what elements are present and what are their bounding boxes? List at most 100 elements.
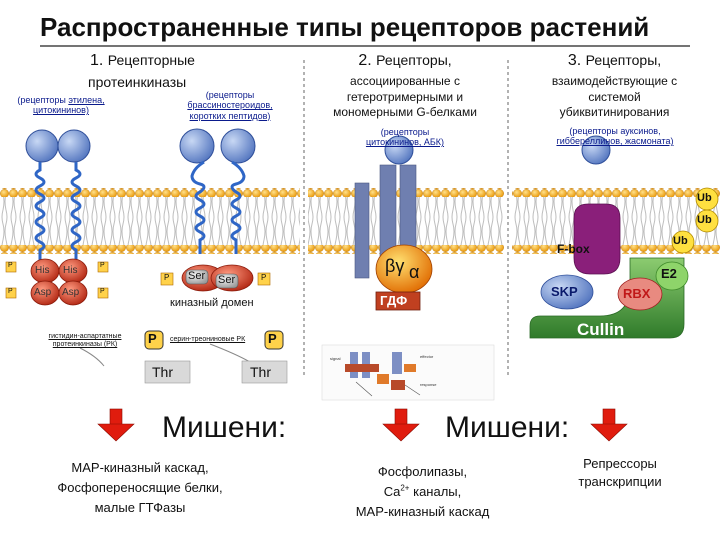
targets-left-list: МАР-киназный каскад, Фосфопереносящие бел… [20, 458, 260, 518]
p-ser-left: P [164, 273, 170, 282]
target-arrow-right [590, 408, 628, 442]
targets-left-line3: малые ГТФазы [94, 500, 186, 516]
col2-title-line2: ассоциированные с [350, 74, 460, 88]
rbx-label: RBX [623, 286, 651, 301]
receptor-g-protein [354, 135, 433, 311]
col1-note-a-link[interactable]: этилена, [68, 95, 105, 105]
targets-mid-line2a: Ca [383, 484, 401, 500]
targets-mid-line2b: каналы, [409, 484, 462, 500]
col3-title-line4: убиквитинирования [559, 105, 670, 120]
receptor-histidine-kinase [5, 129, 109, 306]
col1-note-b-line3[interactable]: коротких пептидов) [189, 110, 271, 121]
thr-label-right: Thr [250, 364, 271, 380]
col1-note-a: (рецепторы этилена,цитокининов) [2, 95, 120, 116]
asp-label-1: Asp [34, 287, 52, 298]
col2-heading: 2. Рецепторы, [310, 52, 500, 70]
col3-title-line1: Рецепторы, [585, 52, 662, 68]
col1-heading: 1. Рецепторные [90, 52, 195, 70]
his-label-1: His [35, 265, 50, 276]
targets-right-list: Репрессоры транскрипции [545, 455, 695, 491]
p-small-2: P [8, 288, 13, 295]
p-marker-right [264, 330, 284, 350]
p-small-1: P [8, 262, 13, 269]
e2-label: E2 [661, 266, 677, 281]
targets-left-line2: Фосфопереносящие белки, [57, 480, 223, 496]
col1-note-b-line1: (рецепторы [205, 90, 255, 100]
svg-text:response: response [420, 382, 437, 387]
fbox-label: F-box [557, 242, 590, 256]
alpha-label: α [409, 262, 420, 282]
svg-text:effector: effector [420, 354, 434, 359]
col2-title-line1: Рецепторы, [376, 52, 452, 68]
p-big-left: P [148, 331, 157, 346]
col3-title-line3: системой [588, 89, 641, 104]
ser-label-1: Ser [188, 270, 206, 282]
ser-label-2: Ser [218, 274, 236, 286]
his-label-2: His [63, 265, 78, 276]
col3-title-line2: взаимодействующие с [551, 74, 678, 88]
asp-label-2: Asp [62, 287, 80, 298]
col1-note-b-line2[interactable]: брассиностероидов, [187, 100, 273, 111]
membrane-panel-1 [0, 188, 300, 254]
col3-note-line2[interactable]: гиббереллинов, жасмоната) [556, 136, 674, 147]
ub-label-1: Ub [697, 192, 712, 204]
g-protein-cycle-schematic: signal effector response [321, 344, 495, 401]
col2-number: 2. [358, 52, 372, 69]
col3-note: (рецепторы ауксинов,гиббереллинов, жасмо… [525, 126, 705, 147]
beta-gamma-label: βγ [385, 256, 405, 276]
col2-note-line2[interactable]: цитокининов, АБК) [365, 137, 445, 148]
ub-label-3: Ub [673, 235, 688, 247]
col3-heading: 3. Рецепторы, [512, 52, 717, 70]
p-small-4: P [100, 288, 105, 295]
col3-note-line1[interactable]: (рецепторы ауксинов, [569, 126, 661, 136]
gdp-label: ГДФ [380, 293, 408, 308]
col2-title-line4: мономерными G-белками [333, 105, 477, 120]
kinase-domain-label: киназный домен [170, 297, 254, 309]
col3-number: 3. [567, 52, 582, 69]
p-ser-right: P [261, 273, 267, 282]
col1-note-a-line2[interactable]: цитокининов) [33, 105, 89, 116]
connector-right [209, 343, 251, 363]
col2-note-line1: (рецепторы [380, 127, 430, 137]
target-arrow-left [97, 408, 135, 442]
p-big-right: P [268, 331, 277, 346]
slide-title: Распространенные типы рецепторов растени… [40, 12, 650, 42]
skp-label: SKP [551, 284, 578, 299]
targets-right-line1: Репрессоры [583, 456, 657, 471]
receptor-ser-thr-kinase [160, 128, 271, 292]
serthr-label: серин-треониновые РК [170, 336, 246, 343]
thr-box-right [241, 360, 288, 384]
hk-label-line2: протеинкиназы (РК) [52, 341, 118, 349]
thr-box-left [144, 360, 191, 384]
targets-mid-line2-sup: 2+ [400, 483, 410, 493]
p-small-3: P [100, 262, 105, 269]
p-marker-left [144, 330, 164, 350]
connector-left [79, 347, 105, 367]
hk-label-line1: гистидин-аспартатные [48, 333, 122, 340]
targets-mid-list: Фосфолипазы, Ca2+ каналы, МАР-киназный кас… [320, 462, 525, 522]
targets-label-right: Мишени: [445, 411, 570, 444]
ub-label-2: Ub [697, 214, 712, 226]
target-arrow-middle [382, 408, 420, 442]
receptor-ubiquitin-complex [529, 135, 719, 339]
thr-label-left: Thr [152, 364, 173, 380]
svg-text:signal: signal [330, 356, 341, 361]
targets-mid-line1: Фосфолипазы, [377, 464, 468, 479]
col1-number: 1. [90, 52, 104, 69]
targets-right-line2: транскрипции [578, 474, 662, 490]
col2-title-line3: гетеротримерными и [346, 89, 464, 104]
targets-label-left: Мишени: [162, 411, 287, 444]
col1-note-a-prefix: (рецепторы [17, 95, 69, 105]
cullin-label: Cullin [577, 320, 625, 339]
col1-title-line2: протеинкиназы [88, 74, 187, 90]
targets-left-line1: МАР-киназный каскад, [71, 460, 209, 475]
targets-mid-line3: МАР-киназный каскад [355, 504, 490, 520]
col1-title-line1: Рецепторные [107, 52, 195, 68]
